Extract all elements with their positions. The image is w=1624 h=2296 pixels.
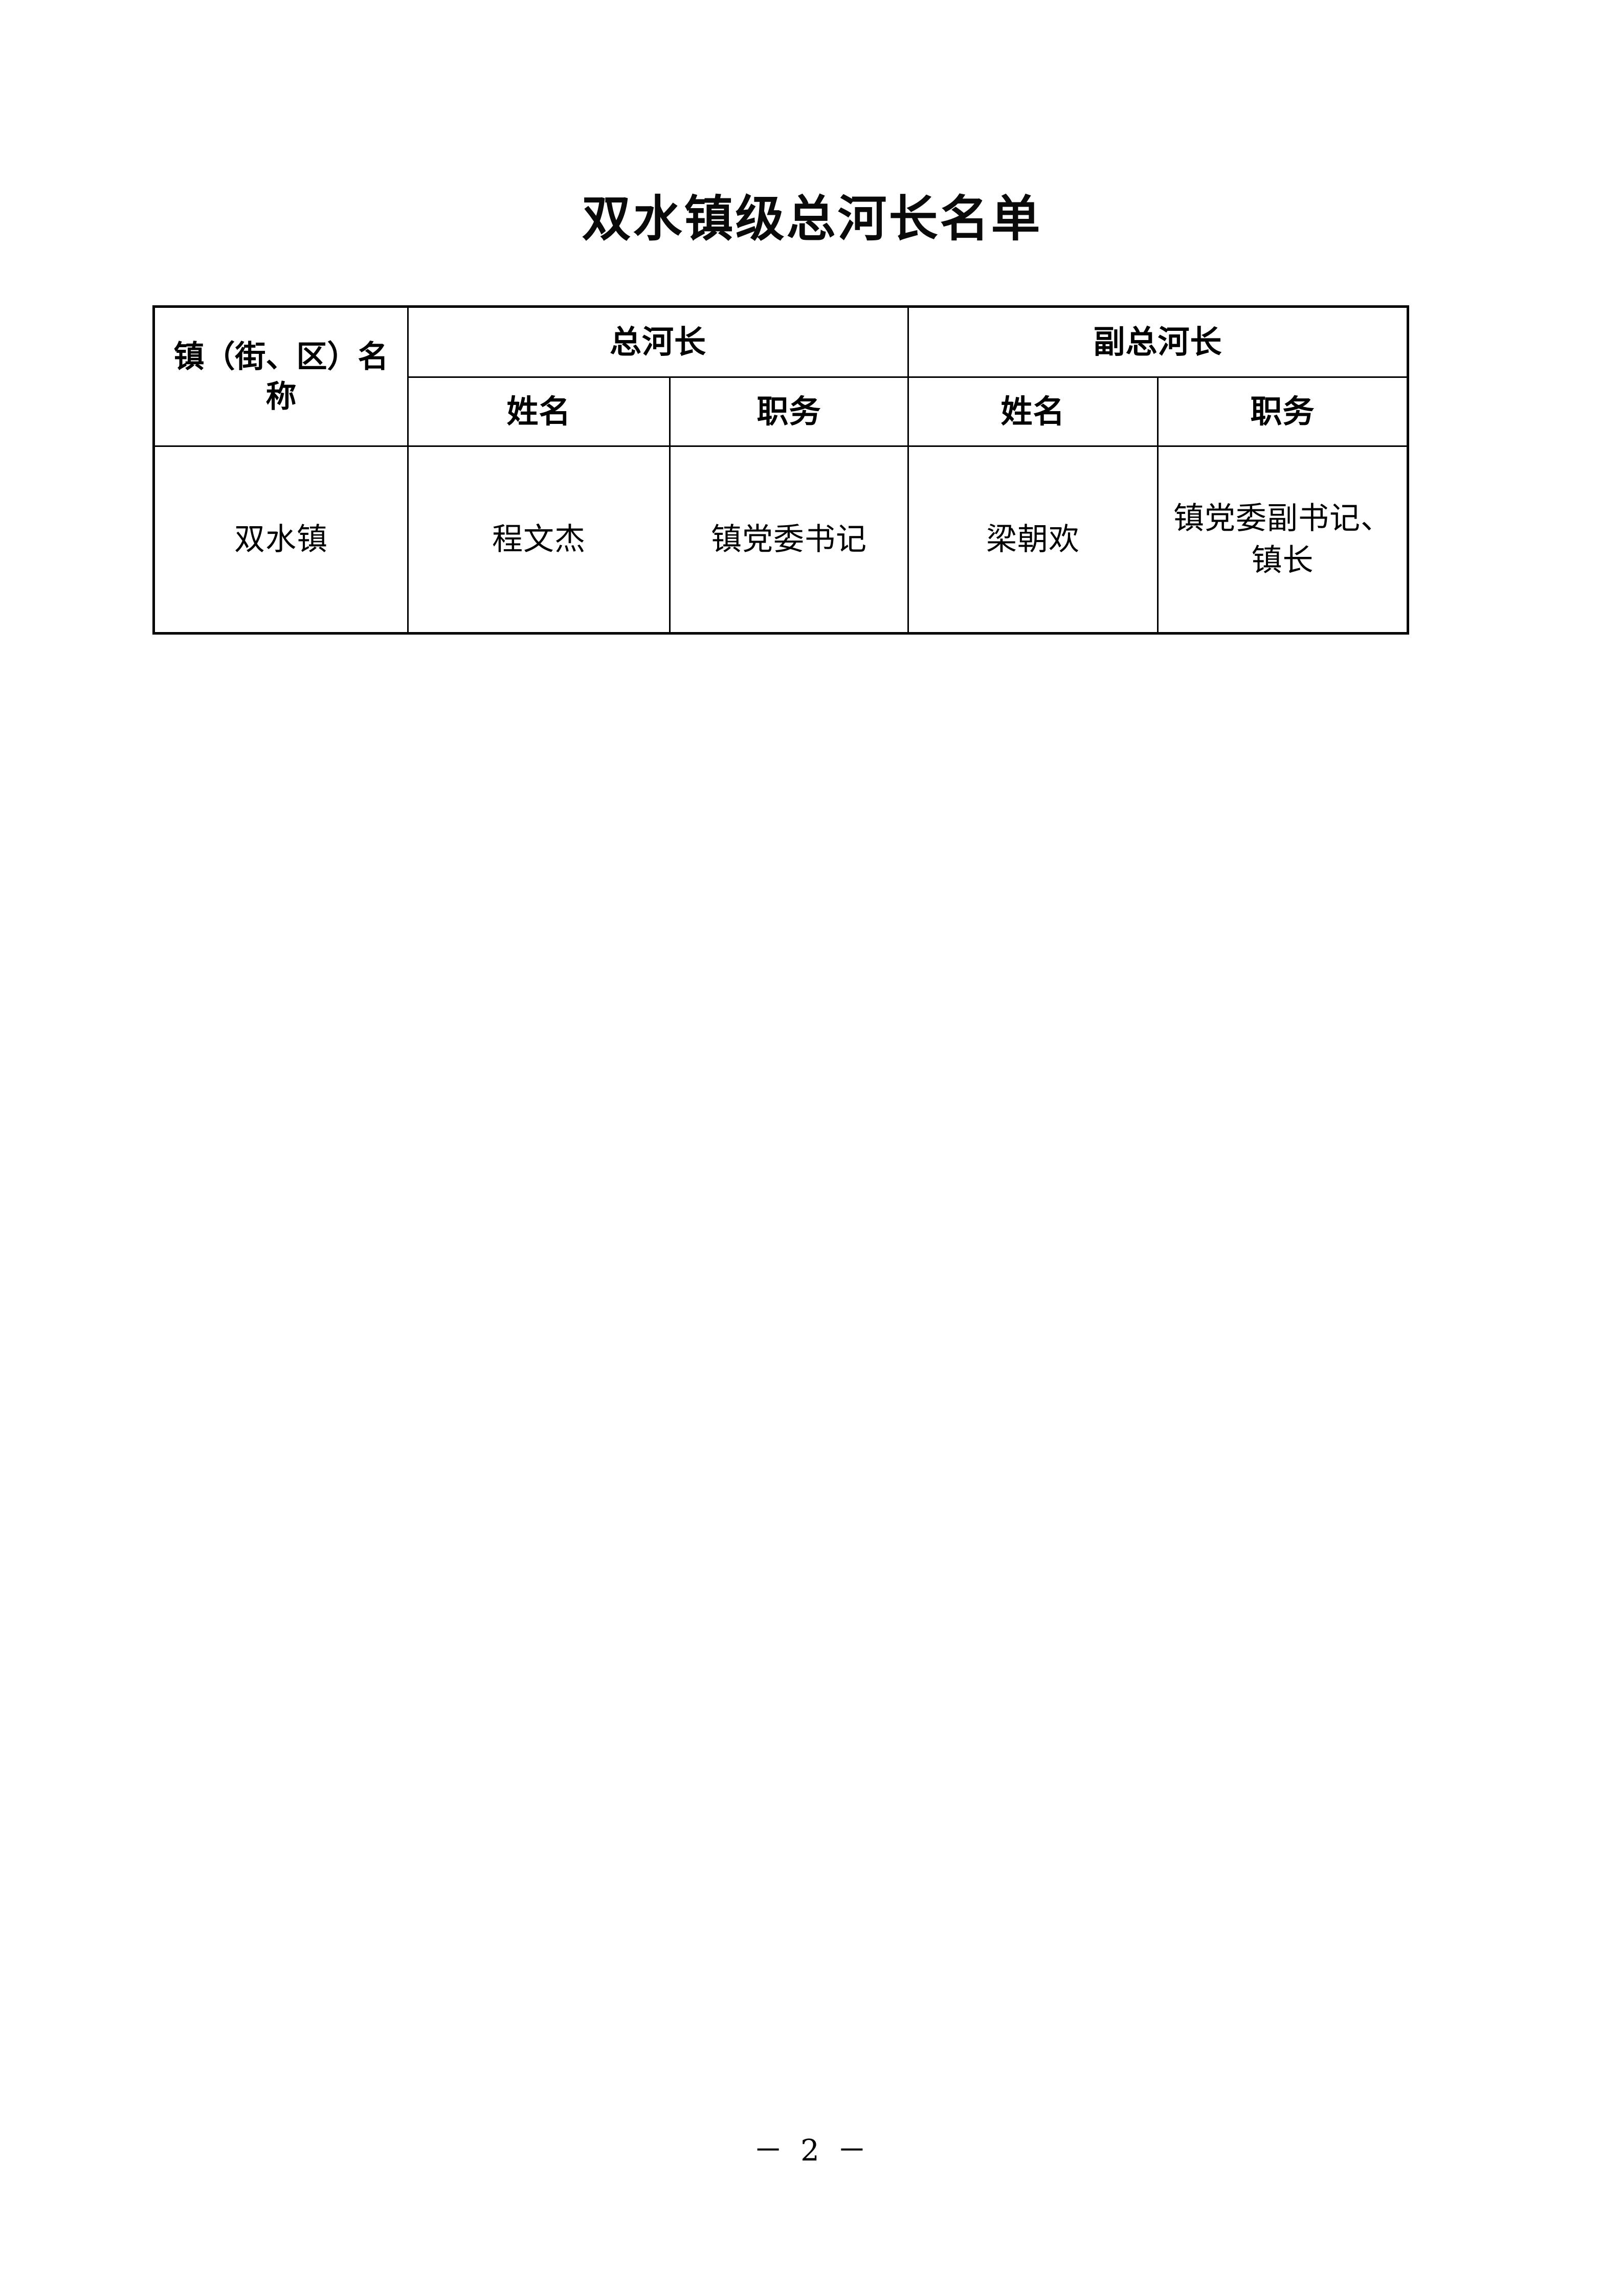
page-title: 双水镇级总河长名单 (582, 190, 1042, 247)
column-header-deputy-post: 职务 (1157, 376, 1409, 447)
column-header-chief-post: 职务 (669, 376, 909, 447)
column-header-town-name: 镇（街、区）名称 (153, 306, 409, 447)
river-chief-table-container: 镇（街、区）名称 总河长 副总河长 姓名 职务 姓名 职务 双水镇 程文杰 镇党… (152, 305, 1410, 635)
cell-deputy-name: 梁朝欢 (907, 445, 1159, 634)
column-header-chief-name: 姓名 (407, 376, 671, 447)
column-header-group-chief-river-chief: 总河长 (407, 306, 909, 378)
table-header-row-groups: 镇（街、区）名称 总河长 副总河长 (153, 306, 1409, 447)
river-chief-table: 镇（街、区）名称 总河长 副总河长 姓名 职务 姓名 职务 双水镇 程文杰 镇党… (152, 305, 1410, 635)
table-body: 双水镇 程文杰 镇党委书记 梁朝欢 镇党委副书记、镇长 (153, 445, 1409, 634)
cell-chief-post: 镇党委书记 (669, 445, 909, 634)
column-header-group-deputy-chief-river-chief: 副总河长 (907, 306, 1409, 378)
page-number-footer: － 2 － (753, 2133, 871, 2168)
cell-chief-name: 程文杰 (407, 445, 671, 634)
cell-deputy-post: 镇党委副书记、镇长 (1157, 445, 1409, 634)
cell-town-name: 双水镇 (153, 445, 409, 634)
table-header: 镇（街、区）名称 总河长 副总河长 姓名 职务 姓名 职务 (153, 306, 1409, 447)
table-header-row-subcolumns: 姓名 职务 姓名 职务 (154, 376, 1409, 447)
column-header-deputy-name: 姓名 (907, 376, 1159, 447)
table-row: 双水镇 程文杰 镇党委书记 梁朝欢 镇党委副书记、镇长 (153, 445, 1409, 634)
